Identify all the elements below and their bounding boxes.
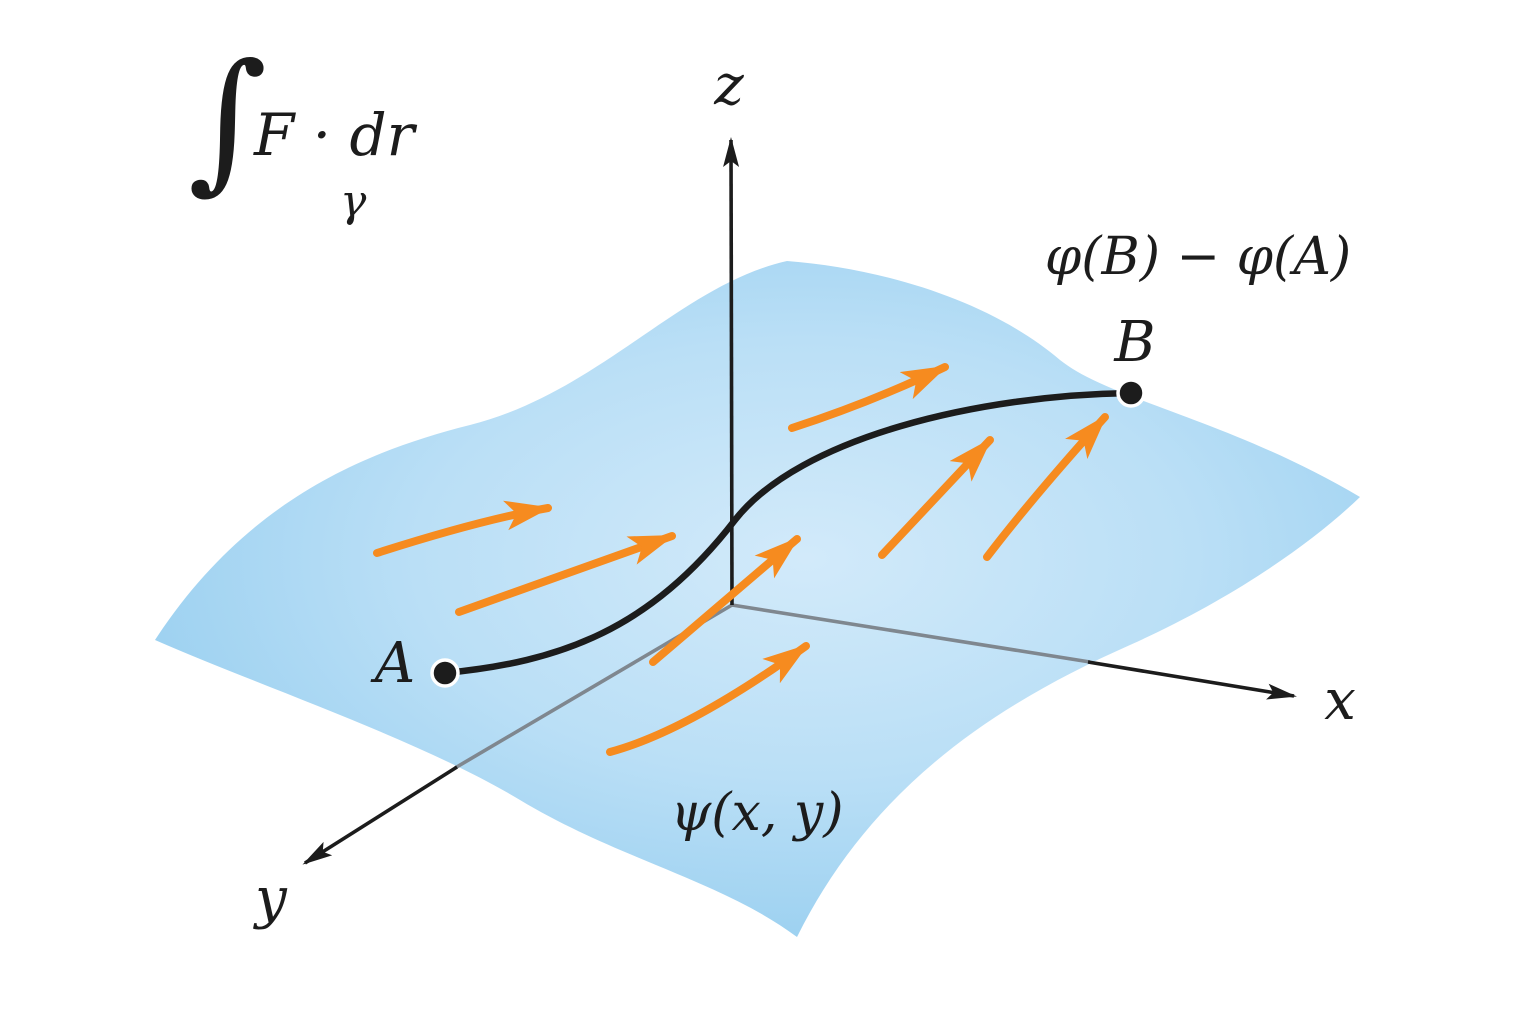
- integration-path-curve: [441, 389, 1135, 677]
- point-a-label: A: [374, 631, 416, 696]
- vector-field-arrow-3: [649, 535, 801, 666]
- line-integral-expression: ∫ γ F · dr: [188, 44, 448, 238]
- x-axis: [1087, 660, 1297, 700]
- integral-sign: ∫: [188, 31, 268, 208]
- surface-function-label: ψ(x, y): [670, 783, 844, 843]
- potential-surface: [155, 261, 1360, 937]
- integrand-label: F · dr: [254, 101, 415, 169]
- potential-difference-label: φ(B) − φ(A): [1044, 227, 1352, 287]
- vector-field-arrow-4: [606, 642, 810, 756]
- gamma-subscript: γ: [340, 176, 367, 227]
- point-a-dot: [430, 658, 460, 688]
- z-axis: [723, 137, 740, 606]
- y-axis-label: y: [255, 866, 287, 931]
- vector-field-arrow-2: [455, 532, 676, 616]
- point-b-label: B: [1114, 310, 1156, 375]
- z-axis-label: z: [714, 53, 744, 118]
- vector-field-arrow-7: [983, 413, 1109, 561]
- vector-field-arrow-1: [373, 500, 552, 557]
- y-axis: [302, 765, 458, 865]
- vector-field-arrow-5: [788, 363, 949, 432]
- vector-field-arrow-6: [878, 436, 994, 559]
- point-b-dot: [1116, 378, 1146, 408]
- x-axis-label: x: [1324, 668, 1356, 733]
- x-axis-hidden-segment: [731, 603, 1091, 664]
